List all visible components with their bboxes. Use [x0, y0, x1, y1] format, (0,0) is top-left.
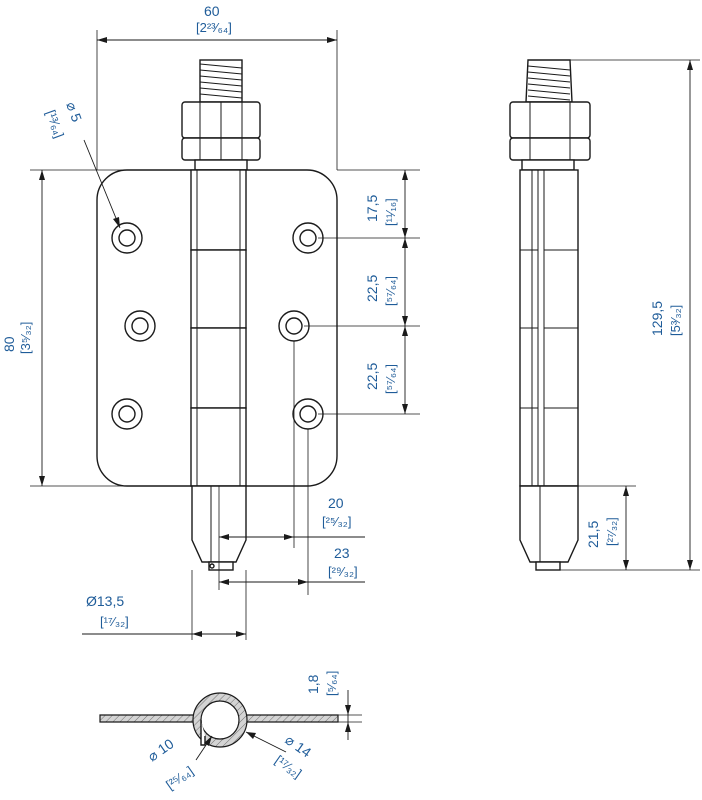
side-knuckles — [519, 169, 579, 487]
side-view: 129,5 [5³⁄₃₂] 21,5 [²⁷⁄₃₂] — [509, 59, 700, 571]
hex-nuts — [181, 101, 261, 171]
threaded-stud — [199, 59, 243, 103]
dim-offset-23-imperial: [²⁹⁄₃₂] — [328, 564, 358, 579]
side-bottom-pin — [519, 485, 579, 571]
front-view: 60 [2²³⁄₆₄] ⌀ 5 [¹³⁄₆₄] 80 [3⁵⁄₃₂] — [1, 3, 420, 640]
knuckles — [190, 169, 247, 487]
dim-offset-23-metric: 23 — [334, 545, 350, 561]
dim-bottom-21: 21,5 [²⁷⁄₃₂] — [578, 485, 636, 570]
section-pin-bore — [200, 700, 240, 740]
dim-hole-offsets: 20 [²⁵⁄₃₂] 23 [²⁹⁄₃₂] — [218, 341, 365, 595]
dim-spacing-mid1-imperial: [⁵⁷⁄₆₄] — [383, 276, 398, 306]
dim-height-imperial: [3⁵⁄₃₂] — [18, 322, 33, 354]
dim-thickness-metric: 1,8 — [305, 674, 321, 694]
dim-spacing-mid2-metric: 22,5 — [364, 363, 380, 390]
dim-knuckle-imperial: [¹⁷⁄₃₂] — [100, 614, 129, 629]
dim-thickness: 1,8 [⁵⁄₆₄] — [305, 671, 362, 740]
dim-height-metric: 80 — [1, 336, 17, 352]
dim-knuckle-outer: ⌀ 14 [¹⁷⁄₃₂] — [245, 731, 314, 781]
section-view: 1,8 [⁵⁄₆₄] ⌀ 10 [²⁵⁄₆₄] ⌀ 14 [¹⁷⁄₃₂] — [99, 671, 362, 792]
dim-spacing-mid2-imperial: [⁵⁷⁄₆₄] — [383, 364, 398, 394]
dim-total-metric: 129,5 — [649, 301, 665, 336]
dim-total-imperial: [5³⁄₃₂] — [668, 305, 683, 336]
dim-bottom-imperial: [²⁷⁄₃₂] — [604, 517, 619, 546]
dim-spacing: 17,5 [¹¹⁄₁₆] 22,5 [⁵⁷⁄₆₄] 22,5 [⁵⁷⁄₆₄] — [304, 169, 420, 415]
section-left-leaf — [99, 714, 197, 723]
dim-total-129: 129,5 [5³⁄₃₂] — [560, 59, 700, 571]
dim-thickness-imperial: [⁵⁄₆₄] — [324, 671, 339, 696]
dim-knuckle-metric: Ø13,5 — [86, 593, 124, 609]
dim-spacing-mid1-metric: 22,5 — [364, 275, 380, 302]
dim-offset-20-imperial: [²⁵⁄₃₂] — [322, 514, 351, 529]
side-threaded-stud — [525, 59, 573, 103]
dim-spacing-top-metric: 17,5 — [364, 195, 380, 222]
dim-bottom-metric: 21,5 — [585, 521, 601, 548]
dim-knuckle-diameter: Ø13,5 [¹⁷⁄₃₂] — [82, 570, 247, 640]
dim-spacing-top-imperial: [¹¹⁄₁₆] — [383, 198, 398, 226]
dim-pin-inner-imperial: [²⁵⁄₆₄] — [163, 763, 196, 792]
dim-offset-20-metric: 20 — [328, 495, 344, 511]
dim-height-80: 80 [3⁵⁄₃₂] — [1, 169, 190, 487]
dim-width-imperial: [2²³⁄₆₄] — [196, 20, 232, 35]
dim-width-metric: 60 — [204, 3, 220, 19]
dim-pin-inner-metric: ⌀ 10 — [145, 735, 177, 764]
section-right-leaf — [241, 714, 339, 723]
dim-hole-imperial: [¹³⁄₆₄] — [43, 108, 67, 140]
side-hex-nuts — [509, 101, 591, 171]
dim-hole-metric: ⌀ 5 — [63, 100, 85, 125]
dim-width-60: 60 [2²³⁄₆₄] — [96, 3, 338, 170]
